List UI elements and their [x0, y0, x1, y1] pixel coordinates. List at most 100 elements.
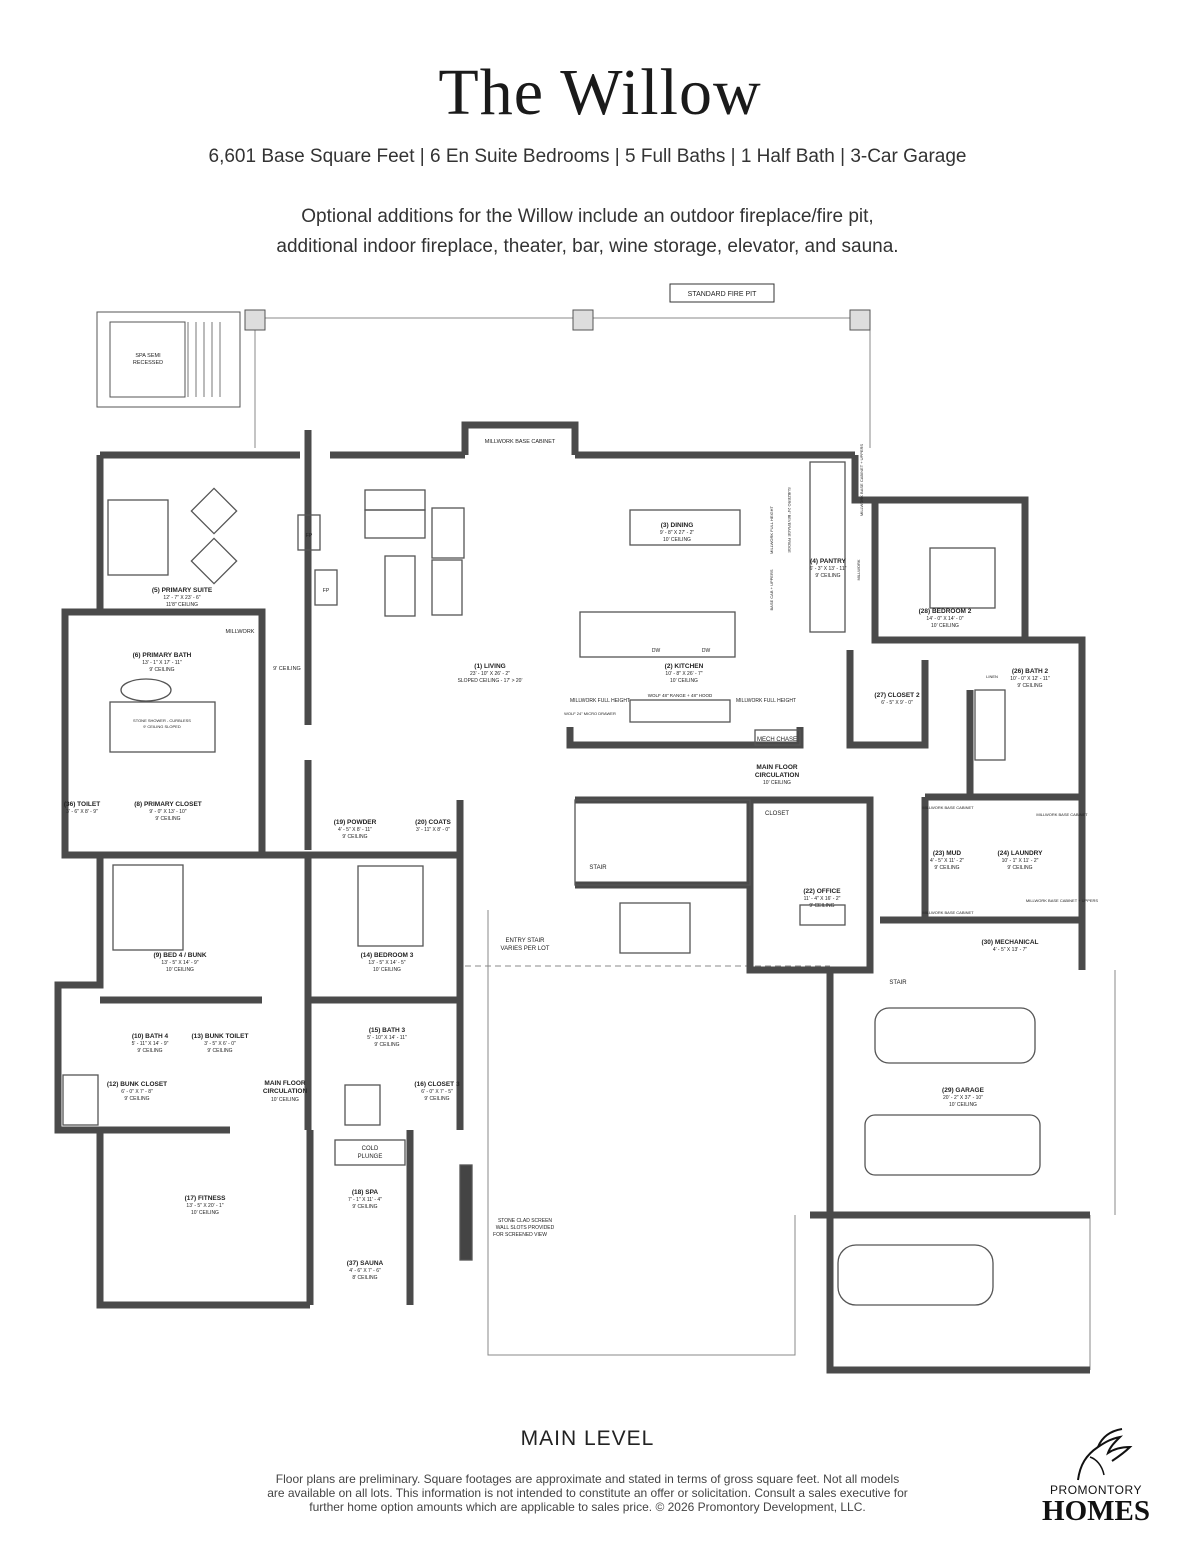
car-3 [837, 1244, 994, 1306]
svg-text:10' CEILING: 10' CEILING [663, 537, 691, 543]
svg-text:10' CEILING: 10' CEILING [670, 678, 698, 684]
svg-text:(23) MUD: (23) MUD [933, 850, 961, 857]
svg-text:8' CEILING: 8' CEILING [352, 1275, 377, 1281]
svg-text:9' CEILING: 9' CEILING [934, 865, 959, 871]
room-closet-3: (16) CLOSET 36' - 0" X 7' - 5"9' CEILING [414, 1081, 460, 1102]
garage-stair: STAIR [889, 980, 907, 986]
svg-text:9' CEILING: 9' CEILING [124, 1096, 149, 1102]
svg-text:14' - 0" X 14' - 0": 14' - 0" X 14' - 0" [926, 616, 963, 622]
sofa-back [364, 489, 426, 511]
primary-bed [107, 499, 169, 576]
millwork-label: MILLWORK [226, 629, 255, 635]
stair-label: STAIR [589, 865, 607, 871]
svg-text:MAIN FLOOR: MAIN FLOOR [756, 764, 797, 771]
svg-text:9' CEILING: 9' CEILING [424, 1096, 449, 1102]
laundry-base-label: MILLWORK BASE CABINET [1036, 812, 1088, 817]
mech-chase-label: MECH CHASE [757, 737, 797, 743]
room-bath-2: (26) BATH 210' - 0" X 12' - 11"9' CEILIN… [1010, 668, 1050, 689]
svg-text:(9) BED 4 / BUNK: (9) BED 4 / BUNK [153, 952, 206, 959]
svg-text:20' - 2" X 37' - 10": 20' - 2" X 37' - 10" [943, 1095, 983, 1101]
svg-text:(26) BATH 2: (26) BATH 2 [1012, 668, 1049, 675]
level-label: MAIN LEVEL [520, 1427, 655, 1450]
subzero-label: SUBZERO 24" BEVERAGE FRIDGE [787, 487, 792, 553]
svg-text:13' - 5" X 14' - 5": 13' - 5" X 14' - 5" [368, 960, 405, 966]
svg-text:10' - 1" X 11' - 2": 10' - 1" X 11' - 2" [1002, 858, 1039, 864]
svg-text:(36) TOILET: (36) TOILET [64, 801, 100, 808]
svg-text:(19) POWDER: (19) POWDER [334, 819, 377, 826]
home-specs: 6,601 Base Square Feet | 6 En Suite Bedr… [208, 146, 967, 167]
svg-text:(12) BUNK CLOSET: (12) BUNK CLOSET [107, 1081, 167, 1088]
fp-label-2: FP [323, 588, 330, 594]
fire-pit-label: STANDARD FIRE PIT [688, 291, 757, 298]
entry-outline [487, 910, 796, 1356]
svg-text:CIRCULATION: CIRCULATION [263, 1088, 308, 1095]
cold-plunge [334, 1139, 406, 1166]
svg-text:MAIN FLOOR: MAIN FLOOR [264, 1080, 305, 1087]
svg-text:(1) LIVING: (1) LIVING [474, 663, 505, 670]
svg-text:6' - 0" X 7' - 8": 6' - 0" X 7' - 8" [121, 1089, 153, 1095]
svg-text:9' CEILING: 9' CEILING [137, 1048, 162, 1054]
walls [54, 421, 1090, 1374]
logo-promontory: PROMONTORY [1050, 1483, 1142, 1497]
svg-text:9' CEILING: 9' CEILING [809, 903, 834, 909]
svg-text:9' CEILING: 9' CEILING [1007, 865, 1032, 871]
office-desk [799, 904, 846, 926]
stone-shower-2: 9' CEILING SLOPED [143, 724, 181, 729]
micro-label: WOLF 24" MICRO DRAWER [564, 711, 616, 716]
chair-2 [190, 537, 238, 585]
stone-screen-2: WALL SLOTS PROVIDED [496, 1225, 555, 1231]
room-bedroom-3: (14) BEDROOM 313' - 5" X 14' - 5"10' CEI… [361, 952, 414, 973]
svg-text:CIRCULATION: CIRCULATION [755, 772, 800, 779]
laundry-base-upper-label: MILLWORK BASE CABINET + UPPERS [1026, 898, 1099, 903]
base-cab-label: BASE CAB + UPPERS [769, 569, 774, 610]
svg-text:4' - 5" X 8' - 11": 4' - 5" X 8' - 11" [338, 827, 372, 833]
svg-text:10' CEILING: 10' CEILING [373, 967, 401, 973]
svg-text:(17) FITNESS: (17) FITNESS [185, 1195, 226, 1202]
svg-text:(16) CLOSET 3: (16) CLOSET 3 [414, 1081, 460, 1088]
pier-right [849, 309, 871, 331]
svg-text:13' - 5" X 20' - 1": 13' - 5" X 20' - 1" [186, 1203, 223, 1209]
stone-screen-3: FOR SCREENED VIEW [493, 1232, 547, 1238]
pantry-millwork [809, 461, 846, 633]
fireplace-1 [297, 514, 321, 551]
spa-outline [96, 311, 241, 408]
bathtub [120, 678, 172, 702]
svg-text:9' CEILING: 9' CEILING [1017, 683, 1042, 689]
svg-text:5' - 11" X 14' - 9": 5' - 11" X 14' - 9" [132, 1041, 169, 1047]
range-label: WOLF 48" RANGE + 48" HOOD [648, 693, 713, 698]
svg-text:10' CEILING: 10' CEILING [949, 1102, 977, 1108]
pantry-millwork-label: MILLWORK [856, 559, 861, 580]
garage-exterior [1089, 970, 1116, 1370]
svg-text:(14) BEDROOM 3: (14) BEDROOM 3 [361, 952, 414, 959]
entry-stair-2: VARIES PER LOT [501, 946, 550, 952]
disclaimer-line-2: are available on all lots. This informat… [267, 1486, 908, 1500]
bunk-bed [112, 864, 184, 951]
ceiling-9-label: 9' CEILING [273, 666, 301, 672]
logo-homes: HOMES [1042, 1495, 1150, 1527]
svg-text:6' - 0" X 7' - 5": 6' - 0" X 7' - 5" [421, 1089, 453, 1095]
svg-text:9' CEILING: 9' CEILING [149, 667, 174, 673]
dining-table [629, 509, 741, 546]
millwork-full-vertical: MILLWORK FULL HEIGHT [769, 505, 774, 554]
promontory-logo: PROMONTORY HOMES [1040, 1425, 1160, 1530]
svg-text:10' - 8" X 26' - 7": 10' - 8" X 26' - 7" [665, 671, 702, 677]
svg-text:9' CEILING: 9' CEILING [342, 834, 367, 840]
car-1 [874, 1007, 1036, 1064]
svg-text:13' - 5" X 14' - 9": 13' - 5" X 14' - 9" [161, 960, 198, 966]
bedroom2-bed [929, 547, 996, 609]
car-2 [864, 1114, 1041, 1176]
room-bedroom-2: (28) BEDROOM 214' - 0" X 14' - 0"10' CEI… [919, 608, 972, 629]
spa-basin [109, 321, 186, 398]
